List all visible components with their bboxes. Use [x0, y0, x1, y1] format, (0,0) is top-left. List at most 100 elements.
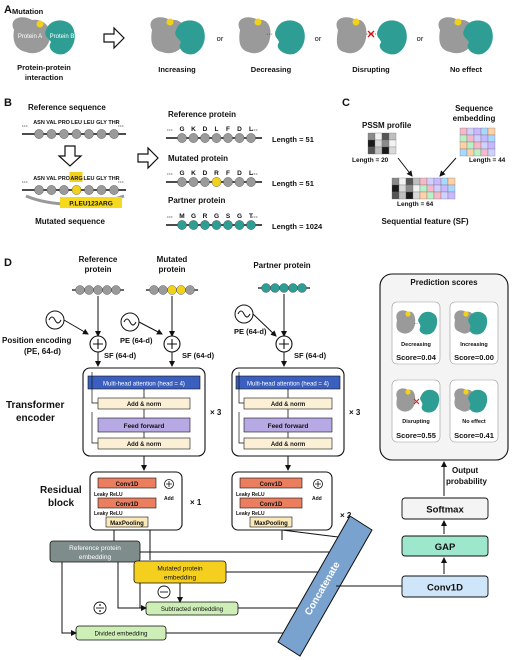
- conv1d-box: [239, 477, 303, 489]
- residue-letter: F: [226, 126, 230, 133]
- residue-label: VAL: [46, 120, 57, 126]
- maxpooling-box: [105, 516, 149, 528]
- feature-cell: [391, 177, 400, 186]
- feature-cell: [426, 184, 435, 193]
- transformer-title-1: Transformer: [6, 400, 64, 411]
- conv1d-final-label: Conv1D: [427, 583, 463, 594]
- residue-bead: [261, 283, 271, 293]
- feature-cell: [367, 139, 376, 148]
- or-label: or: [217, 34, 224, 43]
- residue-label: THR: [108, 176, 119, 182]
- feature-cell: [447, 184, 456, 193]
- mut-emb-label-1: Mutated protein: [157, 566, 203, 573]
- svg-text:···: ···: [252, 128, 258, 134]
- sf-add-ref: [89, 335, 107, 353]
- embedding-grid: [459, 127, 496, 157]
- feature-cell: [473, 127, 482, 136]
- mutated-protein-title: Mutated protein: [168, 154, 228, 163]
- score-value-no-effect: Score=0.41: [454, 431, 494, 440]
- sf-label-mut: SF (64-d): [182, 351, 215, 360]
- residual-block-right: Conv1D Leaky ReLU Conv1D Leaky ReLU MaxP…: [231, 471, 333, 531]
- svg-text:··: ··: [414, 321, 418, 327]
- arrow-right-icon: [103, 26, 125, 50]
- panel-d-label: D: [4, 257, 12, 269]
- residue-letter: G: [179, 126, 184, 133]
- residue-bead: [96, 185, 107, 195]
- sf-title: Sequential feature (SF): [381, 217, 468, 226]
- or-label: or: [417, 34, 424, 43]
- pe-short-label-partner: PE (64-d): [234, 327, 267, 336]
- conv1d-label: Conv1D: [116, 482, 139, 488]
- feature-cell: [459, 148, 468, 157]
- add-label: Add: [164, 496, 174, 502]
- mutated-sequence-title: Mutated sequence: [35, 217, 105, 226]
- mutation-site-icon: [405, 311, 411, 317]
- sf-add-mut: [163, 335, 181, 353]
- pe-short-label-mut: PE (64-d): [120, 336, 153, 345]
- feature-cell: [405, 191, 414, 200]
- feature-cell: [391, 191, 400, 200]
- effect-label-no-effect: No effect: [450, 65, 483, 74]
- score-label-increasing: Increasing: [460, 342, 488, 348]
- pssm-grid: [367, 132, 397, 155]
- feature-cell: [405, 177, 414, 186]
- ppi-complex: Protein A Protein B: [12, 17, 75, 55]
- score-value-decreasing: Score=0.04: [396, 353, 437, 362]
- add-norm-label: Add & norm: [127, 402, 161, 408]
- ref-emb-label-2: embedding: [79, 554, 112, 561]
- residue-bead: [246, 133, 256, 143]
- residue-letter: R: [203, 213, 208, 220]
- mutated-sequence-chain: [22, 185, 126, 195]
- residue-bead: [177, 220, 187, 230]
- residue-letter: G: [237, 213, 242, 220]
- transformer-title-2: encoder: [16, 413, 55, 424]
- feature-cell: [480, 127, 489, 136]
- protein-b-label: Protein B: [50, 34, 75, 40]
- feature-cell: [398, 177, 407, 186]
- residue-bead: [200, 220, 210, 230]
- output-label-1: Output: [452, 466, 479, 475]
- mutation-site-icon: [405, 389, 411, 395]
- ppi-label-line2: interaction: [25, 73, 64, 82]
- svg-text:···: ···: [252, 172, 258, 178]
- residue-letter: L: [215, 126, 219, 133]
- residue-bead: [177, 133, 187, 143]
- mutation-label: Mutation: [12, 7, 44, 16]
- softmax-box: Softmax: [401, 497, 489, 520]
- conv1d-label: Conv1D: [260, 482, 283, 488]
- residue-letter: D: [203, 170, 208, 177]
- partner-protein-title: Partner protein: [168, 196, 225, 205]
- score-label-no-effect: No effect: [462, 419, 486, 425]
- feature-cell: [433, 177, 442, 186]
- feature-cell: [367, 146, 376, 155]
- feature-cell: [466, 134, 475, 143]
- residue-bead: [59, 129, 69, 139]
- feature-cell: [480, 148, 489, 157]
- svg-text:···: ···: [167, 215, 173, 221]
- residue-bead: [223, 177, 233, 187]
- maxpooling-label: MaxPooling: [110, 521, 144, 527]
- residue-bead: [200, 133, 210, 143]
- residue-bead: [84, 285, 94, 295]
- panel-c: C PSSM profile Sequence embedding Length…: [342, 97, 506, 226]
- feature-cell: [412, 177, 421, 186]
- residue-bead: [84, 129, 94, 139]
- residue-bead: [96, 129, 107, 139]
- residue-letter: G: [214, 213, 219, 220]
- feature-cell: [473, 148, 482, 157]
- residue-bead: [211, 133, 222, 143]
- feature-cell: [412, 191, 421, 200]
- feature-cell: [374, 139, 383, 148]
- feature-cell: [419, 184, 428, 193]
- residue-bead: [234, 177, 245, 187]
- score-label-disrupting: Disrupting: [402, 419, 430, 425]
- residue-letter: L: [249, 126, 253, 133]
- sf-grid: [391, 177, 456, 200]
- embedding-length: Length = 44: [469, 157, 506, 164]
- score-label-decreasing: Decreasing: [401, 342, 431, 348]
- residue-bead: [109, 129, 119, 139]
- sf-add-partner: [275, 335, 293, 353]
- effect-decreasing: ···: [238, 17, 305, 55]
